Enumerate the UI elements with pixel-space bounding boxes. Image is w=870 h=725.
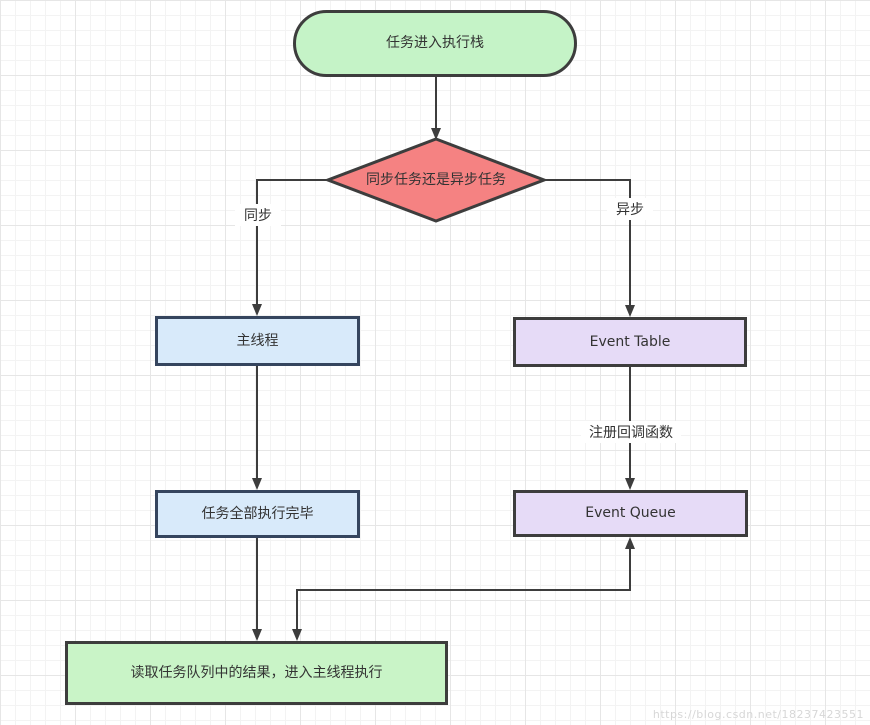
node-tasks-done: 任务全部执行完毕 <box>155 490 360 538</box>
edge-eventtable-eventqueue-arrowhead <box>625 478 635 490</box>
node-read-queue: 读取任务队列中的结果，进入主线程执行 <box>65 641 448 705</box>
edge-loop-readqueue-arrowhead <box>292 629 302 641</box>
edge-label-sync: 同步 <box>235 204 281 226</box>
edge-async-vline <box>629 179 631 310</box>
node-start-label: 任务进入执行栈 <box>386 35 484 52</box>
node-decision-label: 同步任务还是异步任务 <box>366 171 506 188</box>
node-read-queue-label: 读取任务队列中的结果，进入主线程执行 <box>130 664 383 681</box>
node-event-table: Event Table <box>513 317 747 367</box>
edge-async-arrowhead <box>625 305 635 317</box>
edge-start-decision-arrowhead <box>431 128 441 140</box>
edge-label-register-callback: 注册回调函数 <box>581 421 681 443</box>
edge-mainthread-tasksdone-arrowhead <box>252 478 262 490</box>
node-start: 任务进入执行栈 <box>293 10 577 77</box>
node-decision-shape <box>325 137 547 223</box>
edge-loop-right-vline <box>629 548 631 591</box>
edge-loop-left-vline <box>296 589 298 630</box>
node-event-queue-label: Event Queue <box>585 505 676 522</box>
node-main-thread-label: 主线程 <box>236 332 279 349</box>
edge-mainthread-tasksdone-line <box>256 366 258 479</box>
edge-async-hline <box>544 179 631 181</box>
node-event-queue: Event Queue <box>513 490 748 537</box>
edge-tasksdone-readqueue-line <box>256 538 258 630</box>
edge-label-async: 异步 <box>607 198 653 220</box>
edge-start-decision-line <box>435 77 437 129</box>
node-event-table-label: Event Table <box>589 333 671 350</box>
node-decision: 同步任务还是异步任务 <box>325 137 547 223</box>
edge-loop-hline <box>296 589 631 591</box>
watermark-url: https://blog.csdn.net/18237423551 <box>652 708 864 721</box>
edge-sync-vline <box>256 179 258 309</box>
edge-sync-arrowhead <box>252 304 262 316</box>
edge-sync-hline <box>257 179 328 181</box>
edge-loop-eventqueue-arrowhead <box>625 537 635 549</box>
node-tasks-done-label: 任务全部执行完毕 <box>201 505 314 522</box>
edge-tasksdone-readqueue-arrowhead <box>252 629 262 641</box>
node-main-thread: 主线程 <box>155 316 360 366</box>
